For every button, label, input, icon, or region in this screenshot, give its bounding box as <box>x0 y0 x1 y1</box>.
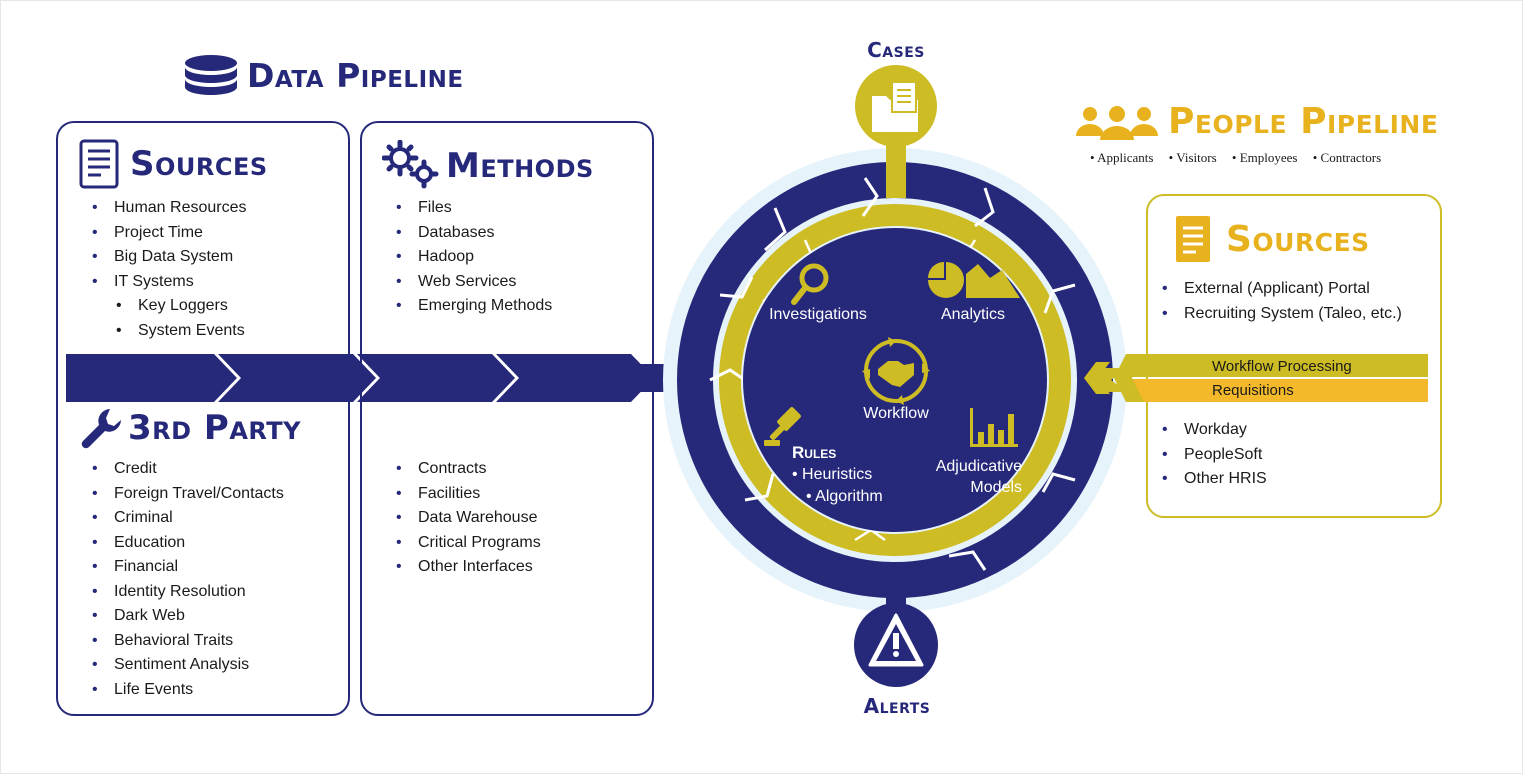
category-item: • Visitors <box>1168 150 1217 165</box>
database-icon <box>185 55 237 95</box>
gavel-icon <box>764 407 801 446</box>
sources-title: Sources <box>130 144 268 184</box>
category-item: • Employees <box>1231 150 1298 165</box>
list-item: Facilities <box>392 482 541 507</box>
list-item: Credit <box>88 457 284 482</box>
list-item: IT Systems <box>88 270 247 295</box>
list-item: Databases <box>392 221 552 246</box>
category-item: • Contractors <box>1312 150 1382 165</box>
people-pipeline-title: People Pipeline <box>1168 101 1439 142</box>
list-item: PeopleSoft <box>1158 443 1267 468</box>
list-item: Education <box>88 531 284 556</box>
list-item: Data Warehouse <box>392 506 541 531</box>
list-sub-item: Key Loggers <box>88 294 247 319</box>
analytics-label: Analytics <box>940 306 1006 323</box>
methods-list: Files Databases Hadoop Web Services Emer… <box>392 196 552 319</box>
rules-item: • Algorithm <box>806 488 883 505</box>
rules-block: Rules • Heuristics • Algorithm <box>792 442 883 508</box>
list-item: Human Resources <box>88 196 247 221</box>
third-party-list: Credit Foreign Travel/Contacts Criminal … <box>88 457 284 702</box>
methods-more-list: Contracts Facilities Data Warehouse Crit… <box>392 457 541 580</box>
alert-icon <box>854 588 938 687</box>
list-item: Sentiment Analysis <box>88 653 284 678</box>
list-item: Hadoop <box>392 245 552 270</box>
list-item: Contracts <box>392 457 541 482</box>
pie-chart-icon <box>928 262 1020 298</box>
list-item: Project Time <box>88 221 247 246</box>
investigations-label: Investigations <box>769 306 867 323</box>
third-party-title: 3rd Party <box>128 408 302 448</box>
people-sources-title: Sources <box>1226 219 1370 260</box>
cases-label: Cases <box>867 38 925 62</box>
list-item: Foreign Travel/Contacts <box>88 482 284 507</box>
people-icon <box>1076 106 1158 140</box>
list-item: Web Services <box>392 270 552 295</box>
list-item: Emerging Methods <box>392 294 552 319</box>
list-item: Files <box>392 196 552 221</box>
list-item: Identity Resolution <box>88 580 284 605</box>
folder-icon <box>855 65 937 198</box>
list-item: Life Events <box>88 678 284 703</box>
list-item: Financial <box>88 555 284 580</box>
workflow-label: Workflow <box>863 405 929 422</box>
bar-chart-icon <box>970 408 1018 447</box>
list-item: Other HRIS <box>1158 467 1267 492</box>
wrench-icon <box>81 409 121 449</box>
rules-item: • Heuristics <box>792 466 873 483</box>
alerts-label: Alerts <box>863 694 931 718</box>
document-icon <box>1176 216 1210 262</box>
list-item: Big Data System <box>88 245 247 270</box>
people-sources-list: External (Applicant) Portal Recruiting S… <box>1158 277 1402 326</box>
sources-list: Human Resources Project Time Big Data Sy… <box>88 196 247 343</box>
people-categories: • Applicants • Visitors • Employees • Co… <box>1090 150 1393 166</box>
list-item: Dark Web <box>88 604 284 629</box>
data-pipeline-header: Data Pipeline <box>182 52 542 102</box>
workflow-processing-label: Workflow Processing <box>1212 358 1352 375</box>
methods-title: Methods <box>446 146 594 186</box>
handshake-icon <box>862 337 930 405</box>
list-item: Other Interfaces <box>392 555 541 580</box>
magnifier-icon <box>791 263 829 305</box>
list-item: Criminal <box>88 506 284 531</box>
adjudicative-line2: Models <box>970 479 1022 496</box>
gears-icon <box>382 140 439 189</box>
list-item: Critical Programs <box>392 531 541 556</box>
rules-title: Rules <box>792 443 837 462</box>
pipeline-chevron-band <box>66 354 684 402</box>
requisitions-label: Requisitions <box>1212 382 1294 399</box>
data-pipeline-title: Data Pipeline <box>247 56 464 95</box>
category-item: • Applicants <box>1090 150 1154 165</box>
adjudicative-line1: Adjudicative <box>935 458 1022 475</box>
list-item: Recruiting System (Taleo, etc.) <box>1158 302 1402 327</box>
adjudicative-label: Adjudicative Models <box>902 456 1022 498</box>
document-icon <box>79 139 119 189</box>
people-flow-band <box>1084 354 1428 402</box>
list-item: External (Applicant) Portal <box>1158 277 1402 302</box>
hris-list: Workday PeopleSoft Other HRIS <box>1158 418 1267 492</box>
list-sub-item: System Events <box>88 319 247 344</box>
list-item: Workday <box>1158 418 1267 443</box>
list-item: Behavioral Traits <box>88 629 284 654</box>
